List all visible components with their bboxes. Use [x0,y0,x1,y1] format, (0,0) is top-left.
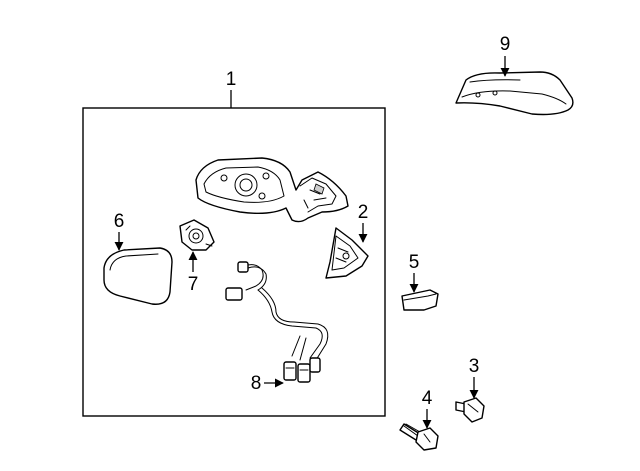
callout-1-label: 1 [226,69,237,90]
callout-6: 6 [114,211,125,251]
callout-8: 8 [251,373,284,394]
part-bolt [399,423,439,451]
part-base-gasket [325,227,369,279]
part-mirror-glass [103,247,173,305]
callout-1: 1 [226,69,237,108]
callout-9: 9 [500,34,511,77]
part-mirror-cap [455,71,574,116]
callout-4: 4 [422,388,433,429]
callout-6-label: 6 [114,211,125,232]
callout-3-label: 3 [469,356,480,377]
callout-2-label: 2 [358,202,369,223]
callout-7-label: 7 [188,274,199,295]
part-actuator [179,219,215,251]
part-wiring-harness [225,261,329,383]
callout-5: 5 [409,252,420,293]
callout-8-label: 8 [251,373,262,394]
callout-7: 7 [188,251,199,295]
callout-5-label: 5 [409,252,420,273]
part-mirror-housing [195,157,349,223]
callout-2: 2 [358,202,369,243]
part-clip [401,289,439,311]
callout-4-label: 4 [422,388,433,409]
callout-3: 3 [469,356,480,399]
part-screw [455,397,485,423]
assembly-box [82,107,386,417]
callout-9-label: 9 [500,34,511,55]
